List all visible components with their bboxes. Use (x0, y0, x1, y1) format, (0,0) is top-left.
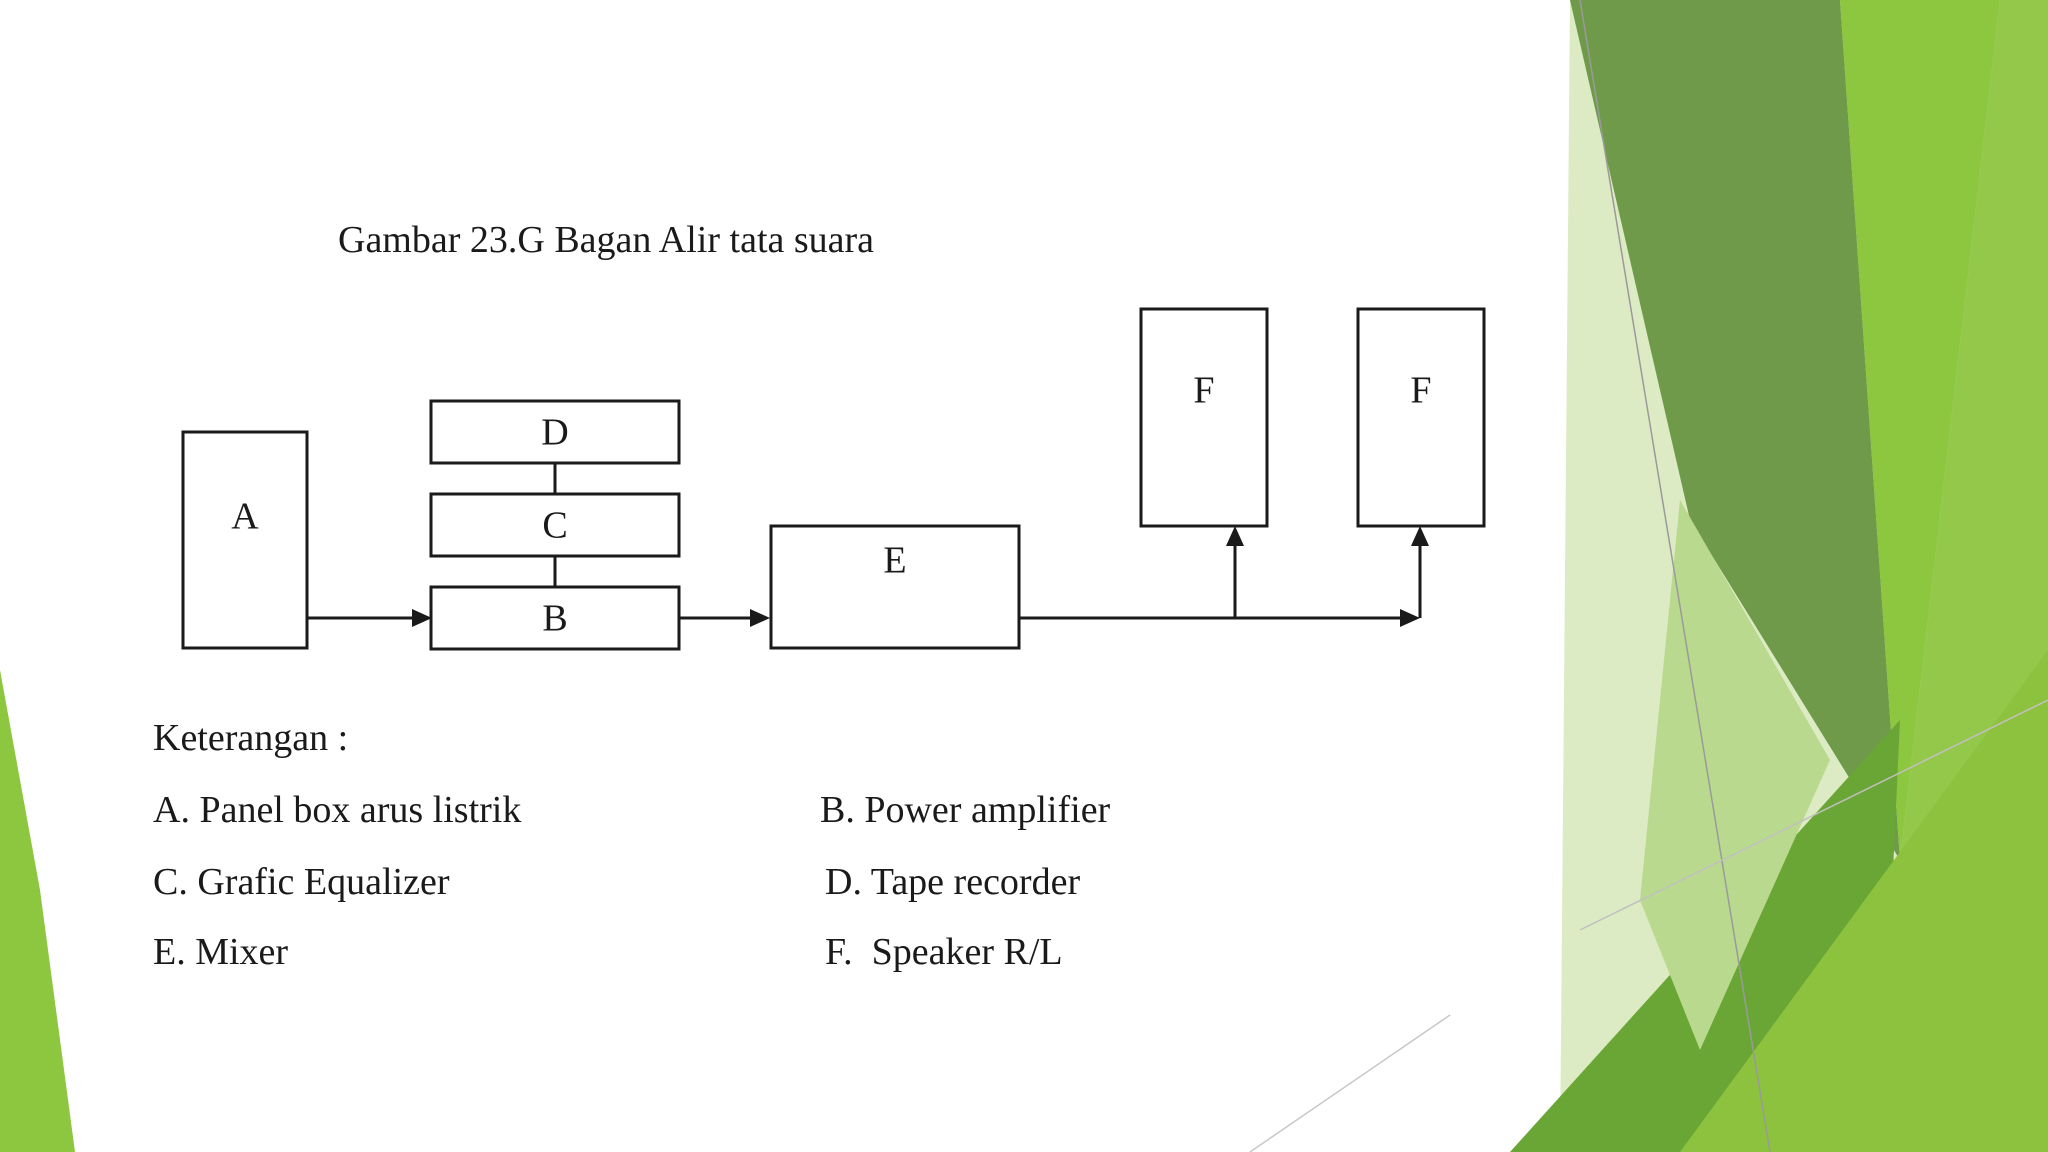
node-c: C (429, 492, 681, 558)
node-b-box (429, 585, 681, 651)
decor-thin-line-3 (1249, 1014, 1451, 1152)
legend-item-f: F. Speaker R/L (825, 931, 1063, 973)
legend-item-c: C. Grafic Equalizer (153, 861, 450, 903)
decor-thin-line-1 (1579, 0, 1771, 1152)
decor-light-facet (1640, 500, 1830, 1050)
arrowhead-trunk-end (1400, 609, 1420, 627)
arrowhead-e-to-f2 (1411, 526, 1429, 546)
decor-left-wedge (0, 670, 75, 1152)
legend-item-e: E. Mixer (153, 931, 288, 973)
connections (307, 463, 1429, 627)
node-d-label: D (541, 412, 568, 454)
node-b-label: B (542, 598, 567, 640)
legend: Keterangan : A. Panel box arus listrik B… (153, 717, 1111, 973)
arrowhead-b-to-e (750, 609, 770, 627)
node-f2: F (1356, 307, 1486, 528)
legend-item-a: A. Panel box arus listrik (153, 789, 521, 831)
node-c-label: C (542, 505, 567, 547)
node-b: B (429, 585, 681, 651)
decor-bottom-facet-2 (1680, 650, 2048, 1152)
node-f2-box (1356, 307, 1486, 528)
node-e-box (769, 524, 1021, 650)
node-a: A (181, 430, 309, 650)
decor-thin-line-2 (1579, 699, 2048, 931)
arrowhead-e-to-f1 (1226, 526, 1244, 546)
legend-heading: Keterangan : (153, 717, 348, 759)
decor-right (1249, 0, 2048, 1152)
node-c-box (429, 492, 681, 558)
diagram-title: Gambar 23.G Bagan Alir tata suara (338, 219, 874, 261)
node-f1-label: F (1193, 370, 1214, 412)
node-a-box (181, 430, 309, 650)
node-f1-box (1139, 307, 1269, 528)
legend-item-d: D. Tape recorder (825, 861, 1080, 903)
node-e-label: E (883, 540, 906, 582)
node-a-label: A (231, 496, 259, 538)
node-f1: F (1139, 307, 1269, 528)
decor-dark-facet (1570, 0, 1900, 860)
node-f2-label: F (1410, 370, 1431, 412)
node-e: E (769, 524, 1021, 650)
arrowhead-a-to-b (412, 609, 432, 627)
legend-item-b: B. Power amplifier (820, 789, 1111, 831)
decor-bright-facet (1840, 0, 2000, 860)
node-d-box (429, 399, 681, 465)
node-d: D (429, 399, 681, 465)
